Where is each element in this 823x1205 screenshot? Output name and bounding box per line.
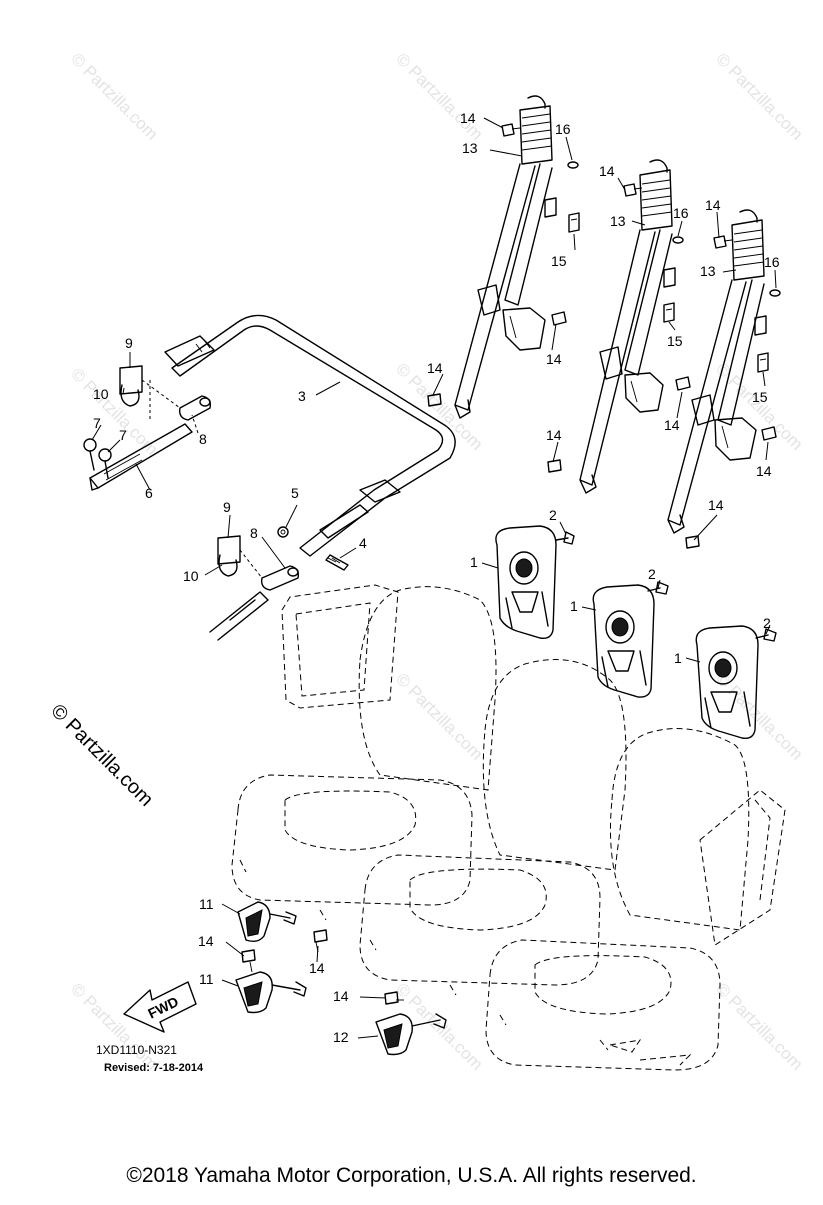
hardware-14-15-16: [427, 123, 781, 549]
callout: 3: [298, 388, 306, 404]
callout: 11: [199, 971, 214, 987]
callout: 16: [764, 254, 780, 270]
clip-10-upper: [120, 384, 140, 407]
callout: 1: [570, 598, 578, 614]
callout: 2: [763, 615, 771, 631]
seat-belt-2: [579, 159, 676, 494]
seat-belt-3: [667, 209, 767, 534]
callout: 14: [427, 360, 443, 376]
bolt-4: [325, 554, 349, 571]
callout: 9: [125, 335, 133, 351]
clip-10-lower: [218, 554, 238, 577]
watermark: © Partzilla.com: [67, 979, 161, 1073]
callout: 1: [470, 554, 478, 570]
diagram-code: 1XD1110-N321: [96, 1043, 177, 1057]
callout: 14: [198, 933, 214, 949]
collar-8-upper: [178, 395, 212, 421]
callout: 7: [119, 427, 127, 443]
plate-9-upper: [119, 365, 143, 395]
callout: 15: [752, 389, 768, 405]
callout: 15: [667, 333, 683, 349]
callout: 7: [93, 415, 101, 431]
buckle-12: [375, 1013, 447, 1056]
callout-labels: 14 13 16 15 14 14 14 13 16 15 14 14 14 1…: [93, 110, 780, 1045]
callout: 14: [664, 417, 680, 433]
bolts-7: [83, 438, 112, 479]
callout: 10: [183, 568, 199, 584]
callout: 14: [333, 988, 349, 1004]
plate-9-lower: [217, 535, 241, 565]
fwd-arrow-icon: FWD: [123, 981, 197, 1033]
revision-date: Revised: 7-18-2014: [104, 1062, 204, 1074]
callout: 14: [309, 960, 325, 976]
buckle-11-upper: [237, 901, 297, 943]
copyright-footer: ©2018 Yamaha Motor Corporation, U.S.A. A…: [126, 1164, 697, 1187]
callout: 13: [610, 213, 626, 229]
callout: 10: [93, 386, 109, 402]
watermark: © Partzilla.com: [712, 359, 806, 453]
callout: 5: [291, 485, 299, 501]
callout: 13: [700, 263, 716, 279]
watermark: © Partzilla.com: [392, 49, 486, 143]
watermark: © Partzilla.com: [712, 49, 806, 143]
callout: 8: [250, 525, 258, 541]
callout: 4: [359, 535, 367, 551]
seat-assembly: [231, 584, 786, 1071]
callout: 13: [462, 140, 478, 156]
headrest-3: [695, 625, 759, 740]
roll-bar: [164, 314, 456, 641]
callout: 14: [705, 197, 721, 213]
callout: 16: [673, 205, 689, 221]
callout: 14: [599, 163, 615, 179]
callout: 6: [145, 485, 153, 501]
headrest-2: [592, 584, 655, 698]
callout: 16: [555, 121, 571, 137]
callout: 14: [756, 463, 772, 479]
callout: 15: [551, 253, 567, 269]
callout: 11: [199, 896, 214, 912]
leader-lines: [91, 117, 777, 1039]
callout: 14: [546, 351, 562, 367]
seat-belt-1: [454, 95, 557, 419]
callout: 14: [460, 110, 476, 126]
nut-5: [277, 526, 289, 538]
watermark-grid: © Partzilla.com © Partzilla.com © Partzi…: [67, 49, 806, 1073]
callout: 2: [549, 507, 557, 523]
callout: 8: [199, 431, 207, 447]
callout: 1: [674, 650, 682, 666]
headrest-bolts: [555, 531, 777, 642]
bracket-6: [89, 423, 193, 491]
buckle-11-lower: [235, 971, 307, 1014]
watermark: © Partzilla.com: [712, 979, 806, 1073]
headrest-1: [495, 525, 557, 640]
collar-8-lower: [260, 565, 300, 591]
callout: 14: [708, 497, 724, 513]
watermark: © Partzilla.com: [67, 49, 161, 143]
callout: 9: [223, 499, 231, 515]
callout: 12: [333, 1029, 349, 1045]
fwd-label: FWD: [145, 993, 181, 1021]
watermark: © Partzilla.com: [392, 669, 486, 763]
callout: 2: [648, 566, 656, 582]
callout: 14: [546, 427, 562, 443]
